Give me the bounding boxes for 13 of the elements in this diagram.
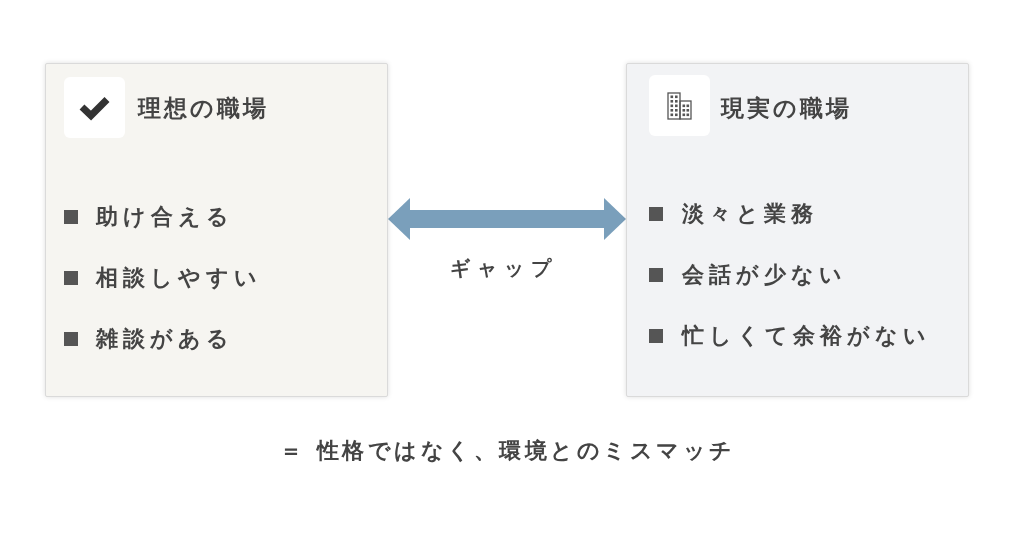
panel-heading: 現実の職場: [721, 94, 852, 123]
panel-heading: 理想の職場: [138, 94, 269, 123]
list-item: 忙しくて余裕がない: [682, 322, 931, 350]
list-item: 会話が少ない: [682, 261, 847, 289]
double-arrow: [388, 198, 626, 240]
card-panel: [626, 63, 969, 397]
list-item: 相談しやすい: [96, 264, 262, 292]
list-item: 助け合える: [96, 203, 234, 231]
card-panel: [45, 63, 388, 397]
list-item: 淡々と業務: [682, 200, 818, 228]
list-item: 雑談がある: [96, 325, 234, 353]
caption: ＝ 性格ではなく、環境とのミスマッチ: [280, 437, 736, 465]
edge-label: ギャップ: [450, 255, 558, 281]
